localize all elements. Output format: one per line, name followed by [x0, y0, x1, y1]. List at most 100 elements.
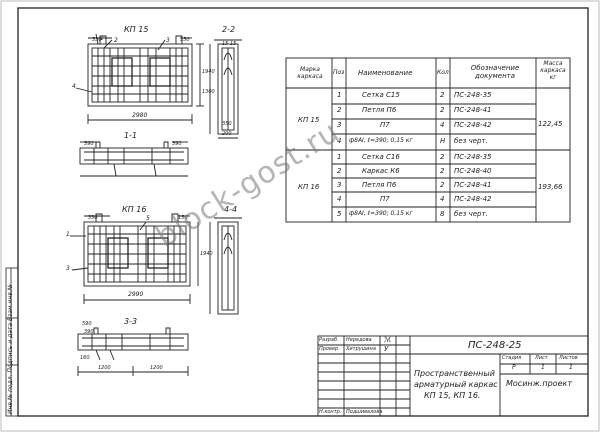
header-kol: Кол: [437, 69, 449, 76]
side-stamp: [5, 267, 19, 417]
row-poz: 3: [337, 181, 342, 189]
dim-330-kp16: 330: [88, 215, 98, 221]
listov-value: 1: [569, 364, 573, 371]
row-poz: 2: [337, 167, 342, 175]
dim-200: 200: [222, 131, 232, 137]
kp15-section-2-2: [209, 39, 242, 139]
kp16-title: КП 16: [122, 205, 147, 214]
side-stamp-text: Инв.№ подл. Подпись и дата Взам.инв.№: [7, 284, 14, 414]
tb-sig: У: [384, 345, 389, 353]
row-kol: 2: [440, 153, 445, 161]
row-kol: 2: [440, 167, 445, 175]
row-name: Каркас К6: [362, 167, 400, 175]
row-name: Сетка С15: [362, 91, 400, 99]
marker-3-kp16: 3: [66, 265, 70, 272]
row-kol: 4: [440, 121, 445, 129]
row-kol: 4: [440, 195, 445, 203]
group-mass-kp15: 122,45: [538, 120, 563, 128]
group-marka-kp15: КП 15: [298, 116, 320, 124]
tb-sig: ℳ: [384, 336, 392, 344]
document-title-line2: арматурный каркас: [414, 380, 498, 389]
dim-350: 350: [222, 121, 232, 127]
dim-330-kp15: 330: [92, 37, 102, 43]
row-kol: H: [440, 137, 446, 145]
tb-role: Разраб.: [319, 337, 339, 343]
row-name: ф8АI, ℓ=390; 0,15 кг: [349, 210, 413, 217]
document-title-line1: Пространственный: [414, 369, 495, 378]
organization-name: Мосинж.проект: [506, 379, 572, 388]
dim-150-kp15: 150: [180, 37, 190, 43]
row-doc: без черт.: [454, 210, 488, 218]
stadia-value: Р: [512, 364, 516, 371]
row-poz: 4: [337, 137, 342, 145]
kp16-section-3-3: [77, 327, 189, 376]
dim-150-kp16: 150: [178, 215, 188, 221]
section-4-4-label: 4-4: [224, 205, 238, 214]
row-poz: 1: [337, 153, 342, 161]
row-name: Петля П6: [362, 181, 397, 189]
section-3-3-label: 3-3: [124, 317, 138, 326]
row-poz: 2: [337, 106, 342, 114]
row-doc: ПС-248-42: [454, 121, 492, 129]
list-value: 1: [541, 364, 545, 371]
group-marka-kp16: КП 16: [298, 183, 320, 191]
row-poz: 4: [337, 195, 342, 203]
dim-160: 160: [80, 355, 90, 361]
kp15-section-1-1: [79, 141, 189, 177]
kp15-front-view: [75, 33, 204, 124]
row-kol: 2: [440, 91, 445, 99]
section-2-2-label: 2-2: [222, 25, 236, 34]
marker-5-kp16: 5: [146, 215, 150, 222]
row-name: П7: [380, 121, 390, 129]
row-doc: ПС-248-35: [454, 91, 492, 99]
dim-1940-kp15: 1940: [202, 69, 215, 75]
marker-2-kp15: 2: [114, 37, 118, 44]
row-doc: ПС-248-35: [454, 153, 492, 161]
section-1-1-label: 1-1: [124, 131, 138, 140]
row-doc: ПС-248-42: [454, 195, 492, 203]
row-kol: 2: [440, 181, 445, 189]
dim-1300: 1300: [202, 89, 215, 95]
tb-role: Провер.: [319, 346, 340, 352]
row-doc: без черт.: [454, 137, 488, 145]
row-kol: 8: [440, 210, 445, 218]
header-mass: Масса каркаса кг: [540, 60, 566, 82]
tb-role: Н.контр.: [319, 409, 342, 415]
kp15-title: КП 15: [124, 25, 149, 34]
title-block-grid: [317, 335, 589, 417]
group-mass-kp16: 193,66: [538, 183, 563, 191]
dim-1200-b: 1200: [150, 365, 163, 371]
dim-15-15: 15 15: [222, 41, 237, 47]
document-code: ПС-248-25: [468, 340, 522, 351]
header-doc: Обозначение документа: [470, 64, 520, 81]
stadia-label: Стадия: [502, 355, 522, 361]
row-name: Сетка С16: [362, 153, 400, 161]
dim-590-kp16: 590: [82, 321, 92, 327]
kp16-section-4-4: [209, 217, 242, 315]
drawing-frame: [17, 7, 589, 417]
dim-390-kp15: 390: [172, 141, 182, 147]
marker-1-kp15: 1: [100, 35, 104, 42]
row-doc: ПС-248-41: [454, 181, 492, 189]
tb-name: Хитрушина: [346, 346, 376, 352]
dim-590-kp15: 590: [84, 141, 94, 147]
list-label: Лист: [535, 355, 548, 361]
marker-4-kp15: 4: [72, 83, 76, 90]
dim-1200-a: 1200: [98, 365, 111, 371]
tb-name: Подшивалова: [346, 409, 383, 415]
row-doc: ПС-248-41: [454, 106, 492, 114]
tb-name: Нередова: [346, 337, 372, 343]
dim-2980: 2980: [132, 112, 148, 119]
dim-2990: 2990: [128, 291, 144, 298]
row-name: Петля П6: [362, 106, 397, 114]
row-poz: 3: [337, 121, 342, 129]
marker-1-kp16: 1: [66, 231, 70, 238]
row-poz: 1: [337, 91, 342, 99]
row-name: П7: [380, 195, 390, 203]
header-marka: Марка каркаса: [297, 66, 323, 81]
header-name: Наименование: [358, 69, 413, 77]
header-poz: Поз: [333, 69, 345, 76]
row-kol: 2: [440, 106, 445, 114]
row-doc: ПС-248-40: [454, 167, 492, 175]
